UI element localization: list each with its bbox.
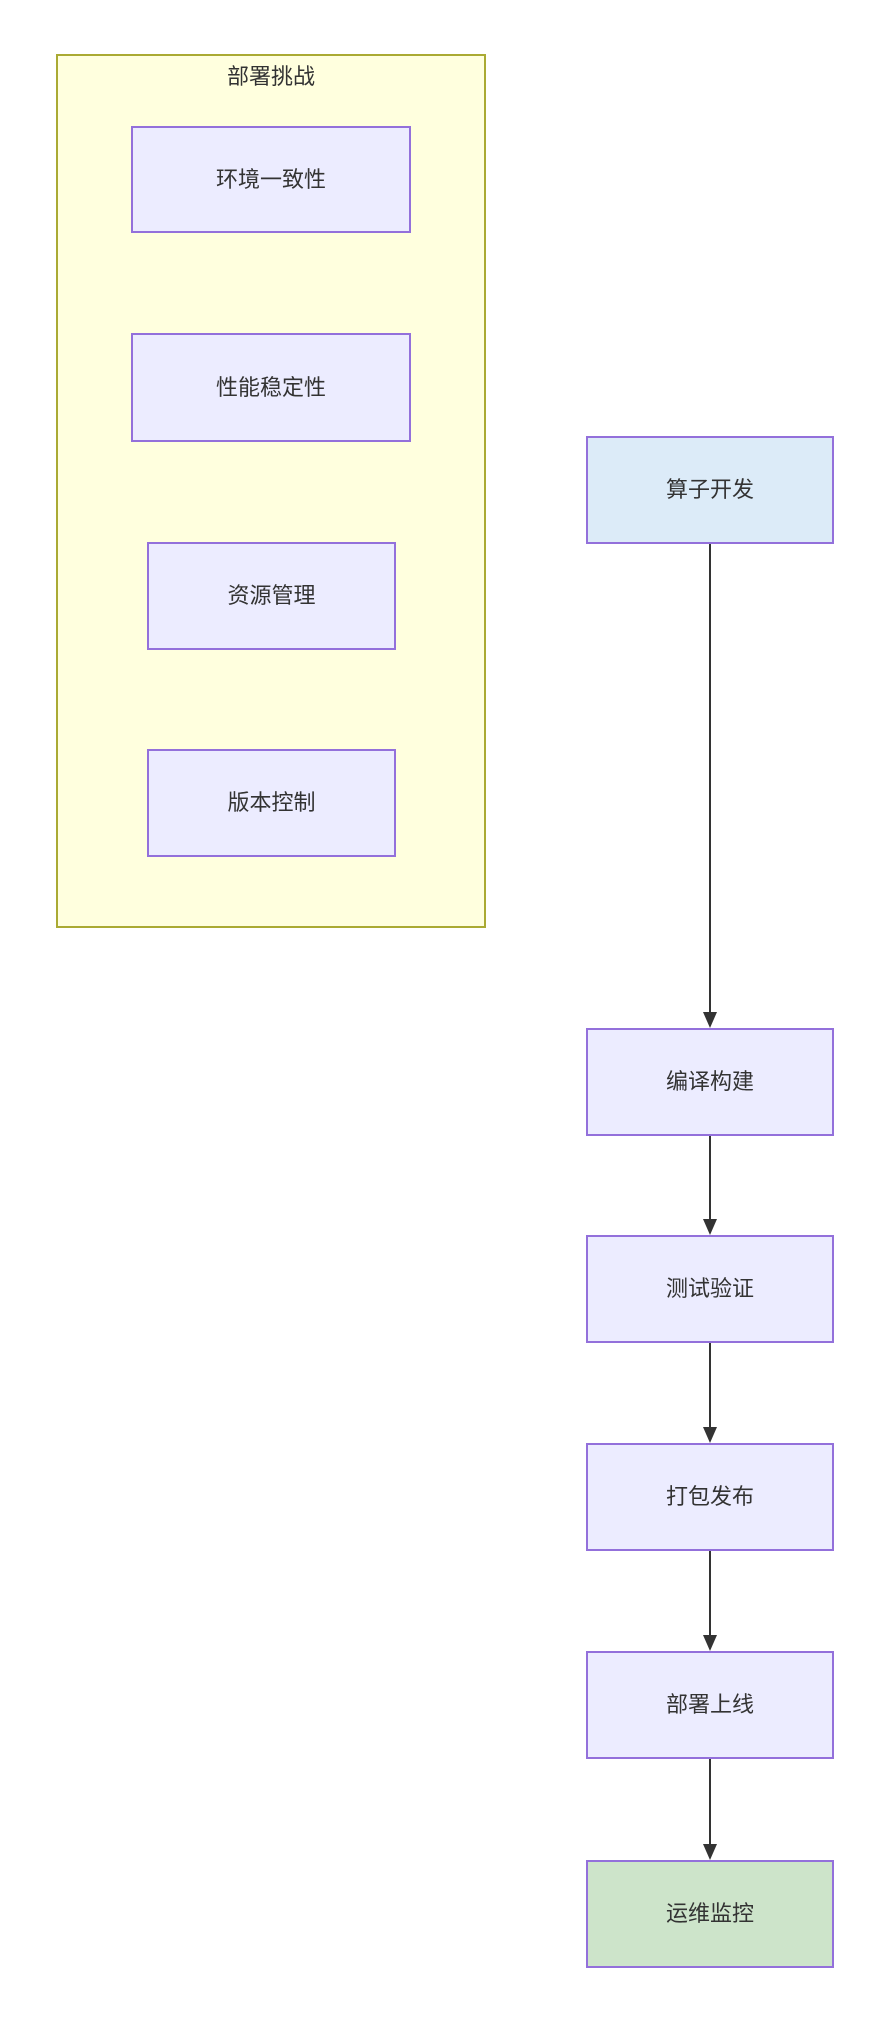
node-ops-monitoring: 运维监控 xyxy=(586,1860,834,1968)
node-package-release: 打包发布 xyxy=(586,1443,834,1551)
edge-line xyxy=(709,1136,711,1219)
node-version-control: 版本控制 xyxy=(147,749,396,857)
node-deploy-online: 部署上线 xyxy=(586,1651,834,1759)
node-test-verification: 测试验证 xyxy=(586,1235,834,1343)
edge-line xyxy=(709,544,711,1012)
cluster-title: 部署挑战 xyxy=(226,64,315,89)
edge-line xyxy=(709,1759,711,1844)
edge-line xyxy=(709,1343,711,1427)
arrowhead-icon xyxy=(703,1012,717,1028)
arrowhead-icon xyxy=(703,1844,717,1860)
arrowhead-icon xyxy=(703,1635,717,1651)
arrowhead-icon xyxy=(703,1427,717,1443)
node-performance-stability: 性能稳定性 xyxy=(131,333,411,442)
node-environment-consistency: 环境一致性 xyxy=(131,126,411,233)
node-compile-build: 编译构建 xyxy=(586,1028,834,1136)
node-operator-development: 算子开发 xyxy=(586,436,834,544)
node-resource-management: 资源管理 xyxy=(147,542,396,650)
arrowhead-icon xyxy=(703,1219,717,1235)
edge-line xyxy=(709,1551,711,1635)
